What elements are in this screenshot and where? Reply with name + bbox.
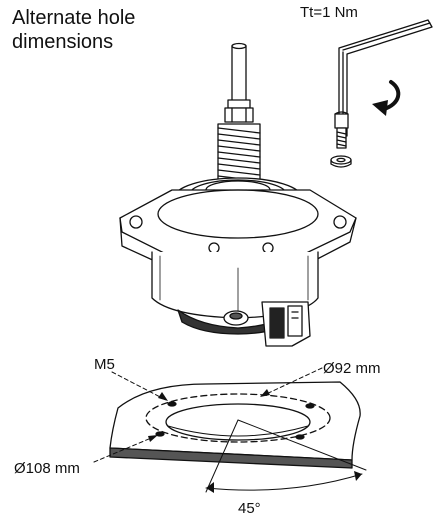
rotation-arrow-icon [372,80,401,116]
screw-icon [334,111,349,149]
motor-assembly-icon [119,42,357,347]
diagram-title: Alternate hole dimensions [12,7,136,53]
hex-key-icon [338,19,433,137]
mounting-plate-icon [109,381,361,469]
angle-indicator [205,419,367,493]
angle-label: 45° [238,500,261,517]
outer-diameter-label: Ø108 mm [14,460,80,477]
inner-diameter-label: Ø92 mm [323,360,381,377]
washer-icon [330,155,352,168]
torque-label: Tt=1 Nm [300,4,358,21]
leader-arrowheads [148,389,270,442]
thread-label: M5 [94,356,115,373]
dimension-leaders [93,367,323,463]
